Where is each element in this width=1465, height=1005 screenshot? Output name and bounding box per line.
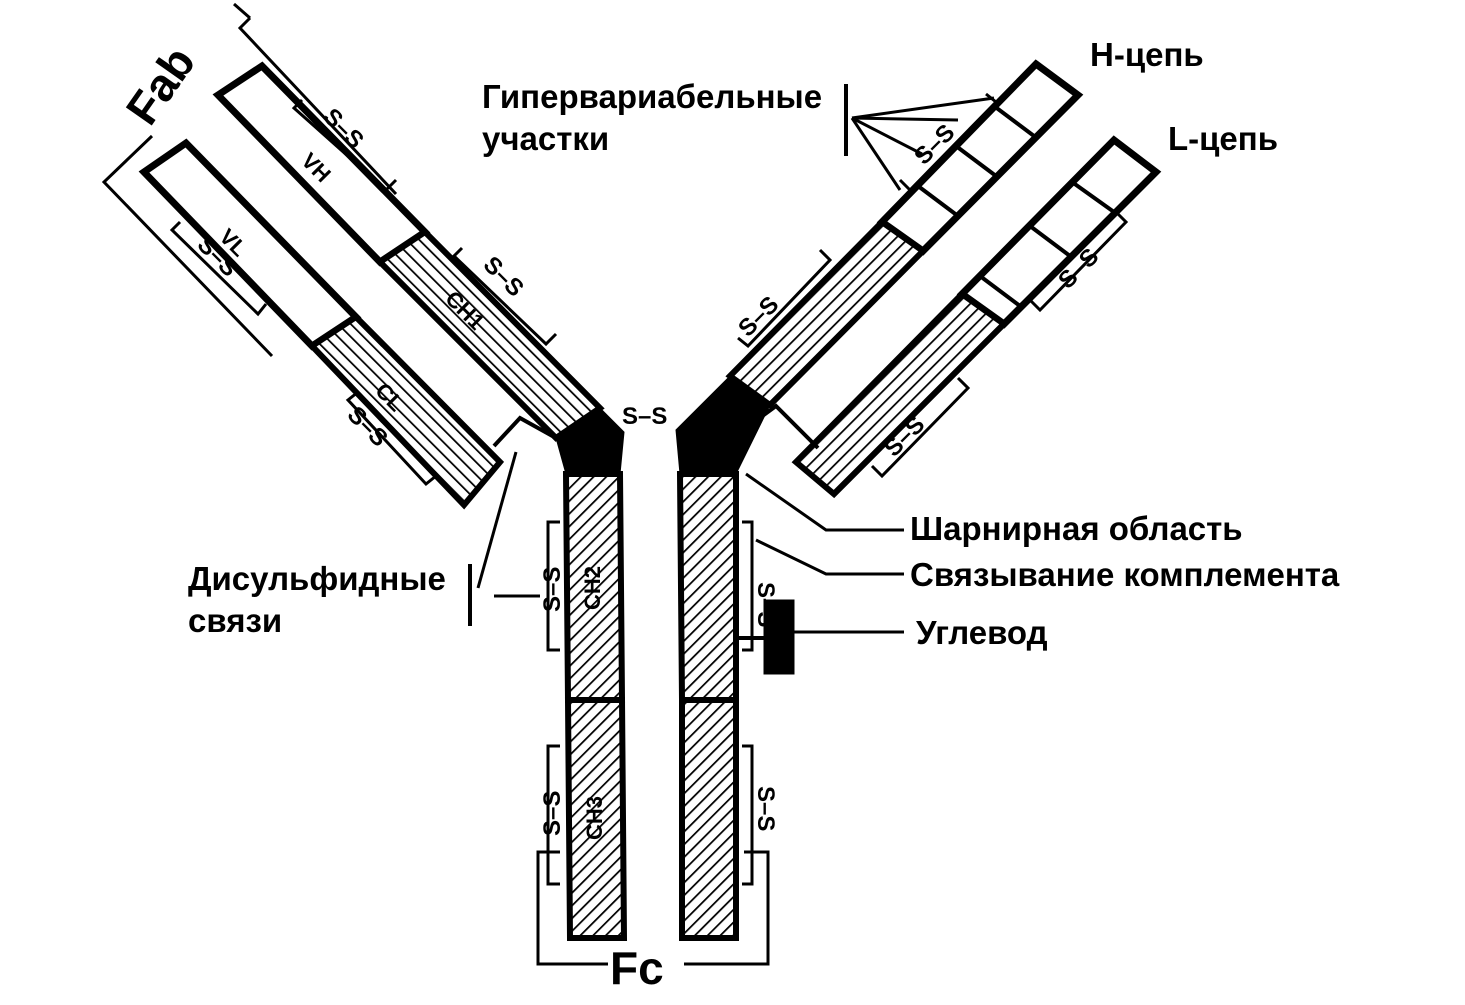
right-lv-divider-2	[1028, 224, 1072, 258]
hypervariable-pointer-4	[850, 117, 902, 191]
fab-bracket-tick	[233, 2, 251, 20]
hypervariable-pointer-1	[851, 96, 995, 120]
ss-hinge: S–S	[622, 403, 667, 430]
fab-bracket	[237, 16, 398, 196]
right-stem-ch3	[679, 697, 739, 941]
ss-stem-left-ch3: S–S	[539, 791, 566, 836]
right-fc-bracket	[684, 850, 770, 966]
carbohydrate-label: Углевод	[916, 614, 1048, 651]
fab-bracket-lower	[101, 134, 274, 358]
left-vh-ss-bracket	[291, 98, 398, 193]
hypervariable-label-line1: Гипервариабельные	[482, 78, 822, 115]
l-chain-label: L-цепь	[1168, 120, 1278, 157]
right-hv-divider-3	[916, 184, 960, 218]
left-cl-ss-bracket	[345, 390, 437, 487]
right-ch1-ss-bracket	[737, 248, 833, 349]
disulfide-label-line1: Дисульфидные	[188, 560, 446, 597]
left-ch3-ss-bracket	[546, 744, 560, 886]
left-light-chain-cl	[307, 313, 505, 510]
right-hv-divider-2	[954, 144, 998, 178]
h-chain-label: H-цепь	[1090, 36, 1204, 73]
ss-stem-left-ch2: S–S	[539, 567, 566, 612]
ch2-label: CH2	[580, 566, 605, 610]
left-fc-bracket	[536, 850, 608, 966]
hinge-region-label: Шарнирная область	[910, 510, 1243, 547]
disulfide-label-line2: связи	[188, 602, 282, 639]
disulfide-pointer-fab	[476, 451, 518, 589]
right-stem-ch2	[676, 471, 739, 703]
hinge-pointer	[745, 472, 904, 532]
left-hinge-block	[555, 407, 625, 475]
right-ch2-ss-bracket	[742, 520, 754, 652]
carbohydrate-block	[763, 599, 795, 675]
right-vl-ss-bracket	[1028, 210, 1129, 313]
right-cl-ss-bracket	[870, 376, 971, 479]
left-vl-ss-bracket	[169, 220, 268, 317]
ss-stem-right-ch3: S–S	[752, 786, 779, 831]
right-ch3-ss-bracket	[742, 744, 754, 886]
left-heavy-chain-join	[492, 415, 557, 448]
complement-binding-label: Связывание комплемента	[910, 556, 1340, 593]
right-lv-divider-3	[978, 274, 1022, 308]
right-hv-divider-1	[992, 104, 1036, 138]
hypervariable-pointer-2	[851, 116, 959, 122]
fc-label: Fc	[610, 942, 664, 994]
right-light-chain-cl	[791, 290, 1009, 499]
hypervariable-label-line2: участки	[482, 120, 609, 157]
left-ch1-ss-bracket	[451, 246, 558, 347]
left-stem-ch3	[564, 697, 628, 941]
hypervariable-pointer-3	[851, 116, 923, 156]
right-lv-divider-1	[1070, 180, 1116, 214]
left-ch2-ss-bracket	[546, 520, 560, 652]
ch3-label: CH3	[582, 796, 607, 840]
fab-label: Fab	[116, 37, 206, 134]
complement-pointer	[755, 538, 904, 576]
